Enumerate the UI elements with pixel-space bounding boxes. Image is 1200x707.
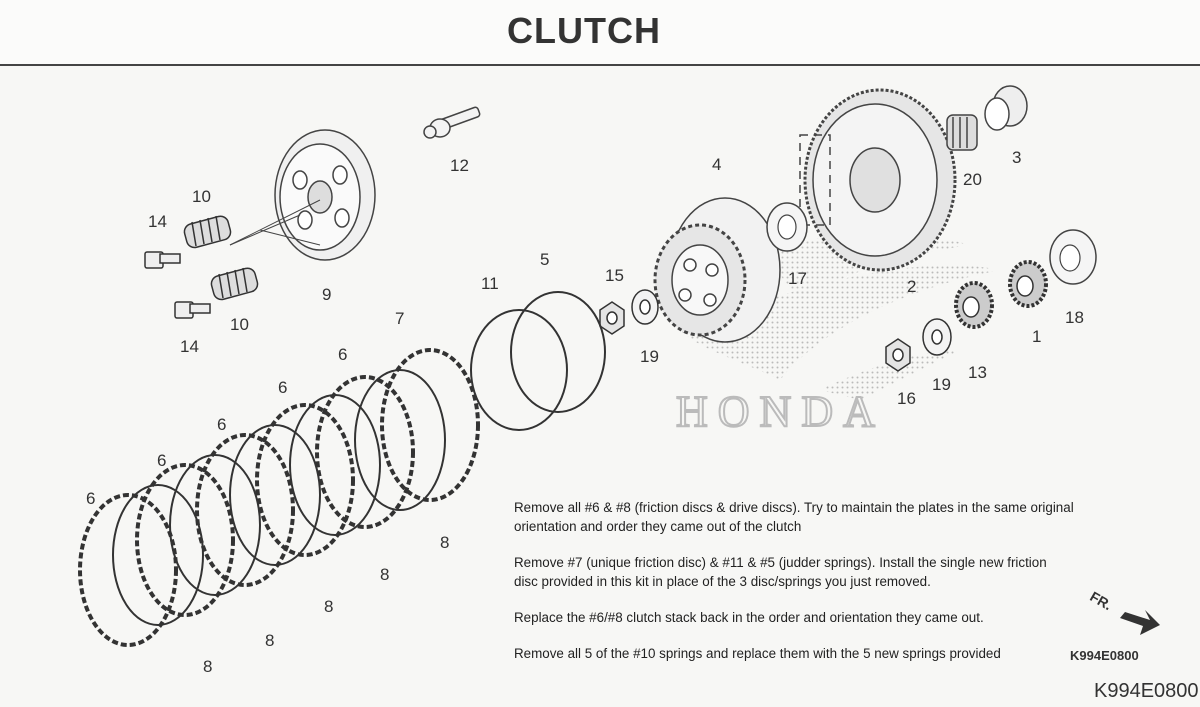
instruction-step-1: Remove all #6 & #8 (friction discs & dri… — [514, 500, 1074, 534]
thrust-washer-hole — [777, 214, 797, 240]
gear-part — [954, 260, 1048, 329]
callout-8-a: 8 — [440, 533, 449, 552]
honda-watermark-text: HONDA — [676, 387, 885, 436]
pressure-plate-part — [229, 129, 376, 261]
callout-14-upper: 14 — [148, 212, 167, 231]
callout-19-right: 19 — [932, 375, 951, 394]
header-bar: CLUTCH — [0, 0, 1200, 66]
judder-spring-seat-part — [510, 291, 606, 413]
diagram-code-small: K994E0800 — [1070, 648, 1139, 663]
callout-12: 12 — [450, 156, 469, 175]
callout-1: 1 — [1032, 327, 1041, 346]
callout-3: 3 — [1012, 148, 1021, 167]
callout-13: 13 — [968, 363, 987, 382]
washer-19-part — [631, 289, 952, 356]
clutch-center-hub-part — [653, 197, 781, 343]
washer-hole — [1059, 244, 1081, 272]
callout-20: 20 — [963, 170, 982, 189]
callout-8-e: 8 — [203, 657, 212, 676]
callout-10-upper: 10 — [192, 187, 211, 206]
callout-16: 16 — [897, 389, 916, 408]
bolt-part — [144, 251, 211, 319]
clutch-spring-part — [183, 215, 259, 301]
judder-spring-part — [470, 309, 568, 431]
callout-15: 15 — [605, 266, 624, 285]
instruction-step-3: Replace the #6/#8 clutch stack back in t… — [514, 610, 984, 625]
callout-14-lower: 14 — [180, 337, 199, 356]
page-title: CLUTCH — [507, 10, 661, 51]
callout-17: 17 — [788, 269, 807, 288]
callout-8-c: 8 — [324, 597, 333, 616]
instruction-notes: Remove all #6 & #8 (friction discs & dri… — [514, 498, 1074, 680]
callout-6-b: 6 — [278, 378, 287, 397]
callout-8-b: 8 — [380, 565, 389, 584]
callout-2: 2 — [907, 277, 916, 296]
forward-arrow-icon — [1120, 610, 1160, 635]
callout-7: 7 — [395, 309, 404, 328]
callout-6-c: 6 — [217, 415, 226, 434]
callout-6-e: 6 — [86, 489, 95, 508]
lock-nut-part — [599, 301, 911, 372]
clutch-outer-basket-part — [799, 88, 957, 272]
clutch-plate-stack — [78, 348, 480, 647]
callout-10-lower: 10 — [230, 315, 249, 334]
callout-9: 9 — [322, 285, 331, 304]
stud-bolt-part — [423, 106, 481, 139]
clutch-exploded-diagram: HONDA — [78, 85, 1160, 676]
callout-6-a: 6 — [338, 345, 347, 364]
instruction-step-4: Remove all 5 of the #10 springs and repl… — [514, 646, 1001, 661]
collar-part — [984, 85, 1028, 131]
callout-6-d: 6 — [157, 451, 166, 470]
callout-4: 4 — [712, 155, 721, 174]
callout-5: 5 — [540, 250, 549, 269]
callout-19-left: 19 — [640, 347, 659, 366]
fr-label: FR. — [1087, 588, 1115, 613]
needle-bearing-part — [946, 114, 978, 151]
callout-18: 18 — [1065, 308, 1084, 327]
callout-11: 11 — [481, 274, 499, 293]
callout-8-d: 8 — [265, 631, 274, 650]
instruction-step-2: Remove #7 (unique friction disc) & #11 &… — [514, 555, 1047, 589]
diagram-code-large: K994E0800 — [1094, 680, 1199, 702]
